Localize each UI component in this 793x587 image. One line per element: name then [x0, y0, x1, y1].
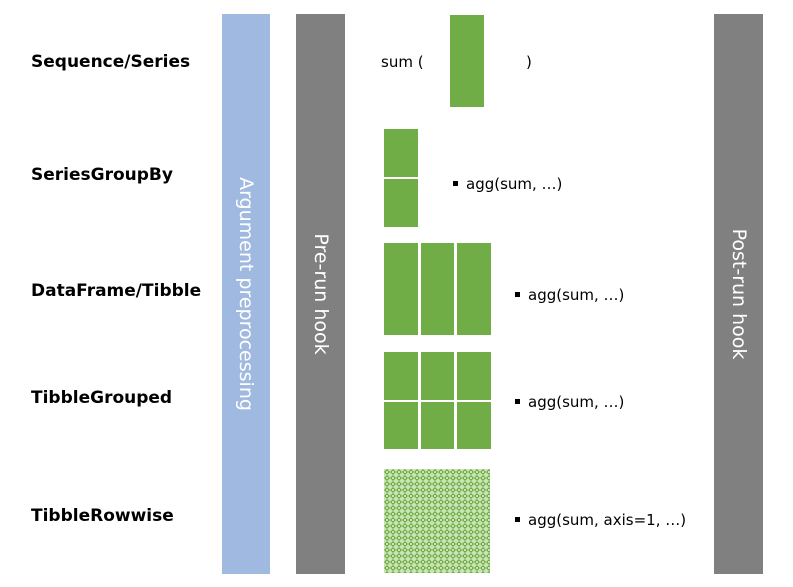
group-cell — [384, 352, 418, 400]
agg-call-tibble-grouped: agg(sum, …) — [515, 393, 624, 411]
agg-call-dataframe: agg(sum, …) — [515, 286, 624, 304]
row-label-series-groupby: SeriesGroupBy — [31, 165, 173, 185]
argument-preprocessing-label: Argument preprocessing — [235, 177, 257, 411]
post-run-hook-label: Post-run hook — [727, 228, 750, 360]
sum-close-text: ) — [526, 53, 532, 71]
pre-run-hook-bar: Pre-run hook — [296, 14, 345, 574]
bullet-icon — [515, 399, 520, 404]
column-cell — [420, 243, 455, 335]
series-groupby-block — [384, 129, 418, 227]
argument-preprocessing-bar: Argument preprocessing — [222, 14, 270, 574]
group-cell — [384, 129, 418, 177]
bullet-icon — [515, 517, 520, 522]
row-label-dataframe-tibble: DataFrame/Tibble — [31, 281, 202, 301]
agg-call-series-groupby: agg(sum, …) — [453, 175, 562, 193]
bullet-icon — [515, 292, 520, 297]
bullet-icon — [453, 181, 458, 186]
tibble-rowwise-block — [384, 469, 490, 573]
series-block — [450, 15, 484, 107]
tibble-grouped-block — [384, 352, 491, 449]
agg-call-text: agg(sum, axis=1, …) — [528, 511, 687, 529]
rowwise-pattern — [384, 469, 490, 573]
group-cell — [384, 401, 418, 449]
group-cell — [384, 179, 418, 227]
sum-open-text: sum ( — [381, 53, 424, 71]
pre-run-hook-label: Pre-run hook — [309, 233, 332, 355]
column-cell — [384, 243, 418, 335]
group-cell — [420, 352, 455, 400]
row-label-tibble-rowwise: TibbleRowwise — [31, 506, 174, 526]
post-run-hook-bar: Post-run hook — [714, 14, 763, 574]
agg-call-text: agg(sum, …) — [528, 393, 625, 411]
group-cell — [457, 401, 491, 449]
agg-call-text: agg(sum, …) — [466, 175, 563, 193]
group-cell — [457, 352, 491, 400]
agg-call-tibble-rowwise: agg(sum, axis=1, …) — [515, 511, 686, 529]
row-label-tibble-grouped: TibbleGrouped — [31, 388, 173, 408]
agg-call-text: agg(sum, …) — [528, 286, 625, 304]
group-cell — [420, 401, 455, 449]
column-cell — [457, 243, 491, 335]
row-label-sequence-series: Sequence/Series — [31, 52, 191, 72]
dataframe-block — [384, 243, 491, 335]
